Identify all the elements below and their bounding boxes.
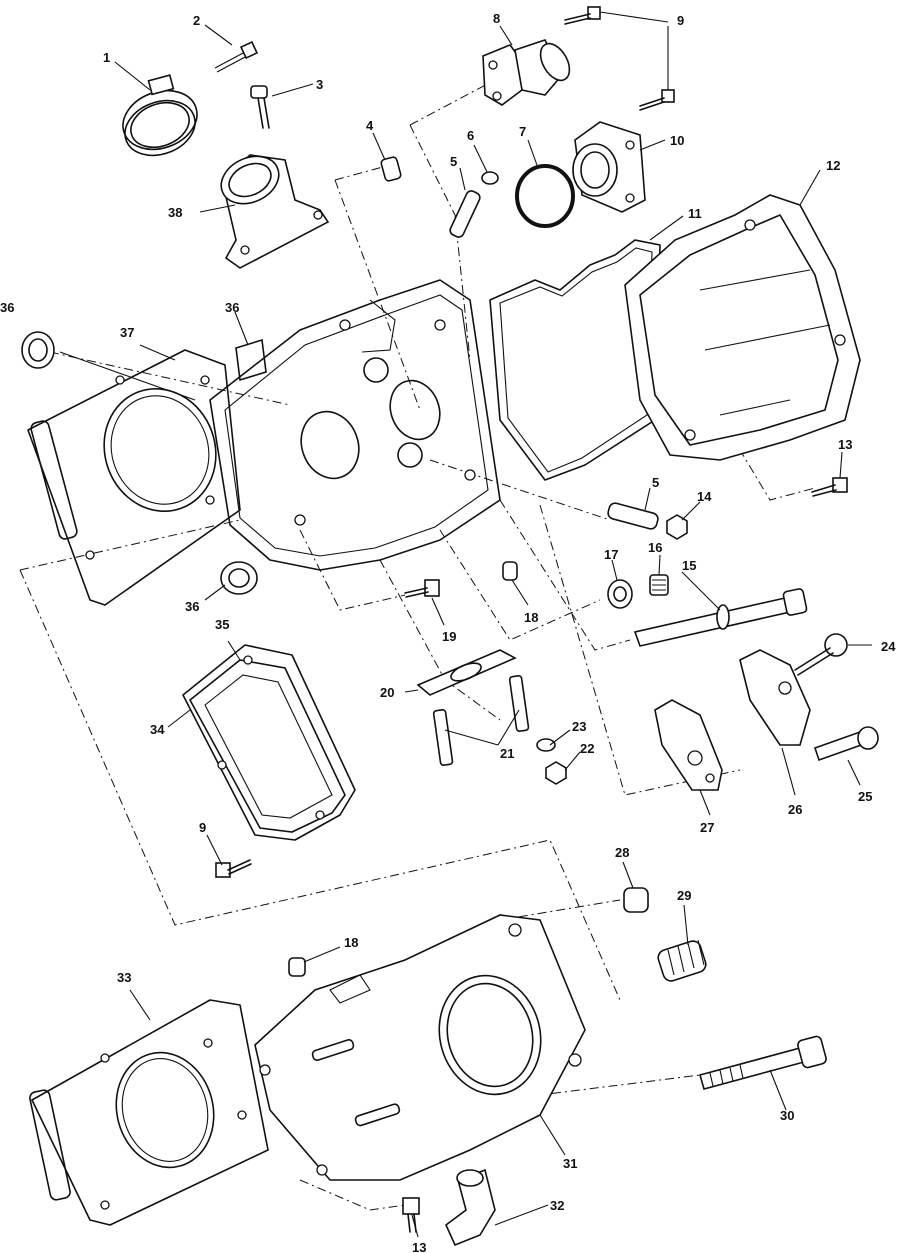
callout-31: 31 (563, 1156, 577, 1171)
part-33-base-gasket (29, 999, 269, 1226)
part-13-bolt-lower (402, 1197, 420, 1233)
part-15-long-bolt (633, 588, 808, 647)
part-16-plug (649, 574, 669, 596)
part-18-dowel-upper (502, 561, 518, 581)
callout-32: 32 (550, 1198, 564, 1213)
part-2-bolt (214, 40, 259, 73)
callout-25: 25 (858, 789, 872, 804)
callout-9: 9 (199, 820, 206, 835)
callout-5: 5 (652, 475, 659, 490)
callout-33: 33 (117, 970, 131, 985)
callout-35: 35 (215, 617, 229, 632)
part-27-bracket (654, 699, 723, 791)
callout-18: 18 (344, 935, 358, 950)
callout-10: 10 (670, 133, 684, 148)
callout-2: 2 (193, 13, 200, 28)
part-9-bolt-lower (215, 859, 252, 878)
leader-lines (59, 11, 872, 1238)
callout-1: 1 (103, 50, 110, 65)
part-12-valve-cover (624, 194, 861, 461)
callout-12: 12 (826, 158, 840, 173)
part-22-nut (545, 761, 567, 785)
part-20-gasket (416, 649, 517, 696)
part-21-stud-left (432, 709, 454, 766)
callout-15: 15 (682, 558, 696, 573)
part-29-fitting (657, 939, 707, 982)
part-9-bolt-mid (639, 89, 675, 111)
part-30-long-bolt (699, 1035, 827, 1090)
part-34-cover (188, 655, 346, 833)
callout-22: 22 (580, 741, 594, 756)
part-21-stud-right (508, 675, 530, 732)
callout-36: 36 (185, 599, 199, 614)
callout-19: 19 (442, 629, 456, 644)
callout-30: 30 (780, 1108, 794, 1123)
cylinder-head (209, 279, 501, 571)
callout-18: 18 (524, 610, 538, 625)
callout-14: 14 (697, 489, 712, 504)
part-7-o-ring (515, 164, 575, 228)
callout-17: 17 (604, 547, 618, 562)
callout-16: 16 (648, 540, 662, 555)
part-32-elbow (445, 1168, 496, 1247)
part-35-cover-gasket (182, 644, 356, 841)
part-19-bolt (404, 579, 440, 598)
part-31-cylinder (254, 914, 586, 1181)
callout-13: 13 (412, 1240, 426, 1253)
callout-8: 8 (493, 11, 500, 26)
part-37-head-gasket (27, 349, 241, 606)
part-8-water-outlet (482, 39, 571, 106)
callout-38: 38 (168, 205, 182, 220)
callout-9: 9 (677, 13, 684, 28)
part-38-intake-boot (220, 154, 330, 269)
part-9-bolt-upper (564, 6, 601, 25)
callout-27: 27 (700, 820, 714, 835)
part-23-washer (536, 738, 556, 752)
callout-24: 24 (881, 639, 896, 654)
callout-11: 11 (688, 206, 702, 221)
part-17-washer (607, 579, 633, 609)
callout-7: 7 (519, 124, 526, 139)
callout-4: 4 (366, 118, 374, 133)
part-26-bracket (739, 649, 811, 746)
part-3-bolt (250, 85, 270, 129)
callout-36: 36 (225, 300, 239, 315)
part-24-bolt (794, 633, 848, 676)
part-5-valve-guide-upper (449, 190, 481, 238)
part-36-seal-left (21, 331, 55, 369)
callout-26: 26 (788, 802, 802, 817)
part-18-dowel-lower (288, 957, 306, 977)
part-36-seal-mid (235, 338, 267, 382)
part-28-dowel (623, 887, 649, 913)
part-14-nut (666, 514, 688, 540)
part-4-dowel (380, 156, 402, 182)
part-13-bolt-upper (811, 477, 848, 497)
part-25-bolt (813, 726, 879, 762)
callout-6: 6 (467, 128, 474, 143)
callout-23: 23 (572, 719, 586, 734)
callout-labels: 1 2 3 4 5 5 6 7 8 9 9 10 11 12 13 13 14 … (0, 11, 896, 1253)
callout-37: 37 (120, 325, 134, 340)
callout-13: 13 (838, 437, 852, 452)
part-6-seal (481, 171, 499, 185)
part-36-seal-low (220, 561, 258, 595)
part-11-gasket (489, 239, 661, 481)
callout-36: 36 (0, 300, 14, 315)
callout-3: 3 (316, 77, 323, 92)
callout-20: 20 (380, 685, 394, 700)
callout-5: 5 (450, 154, 457, 169)
part-1-clamp (122, 74, 198, 157)
callout-28: 28 (615, 845, 629, 860)
part-10-housing (572, 121, 646, 213)
callout-29: 29 (677, 888, 691, 903)
callout-34: 34 (150, 722, 165, 737)
part-5-valve-guide-lower (607, 502, 659, 530)
callout-21: 21 (500, 746, 514, 761)
